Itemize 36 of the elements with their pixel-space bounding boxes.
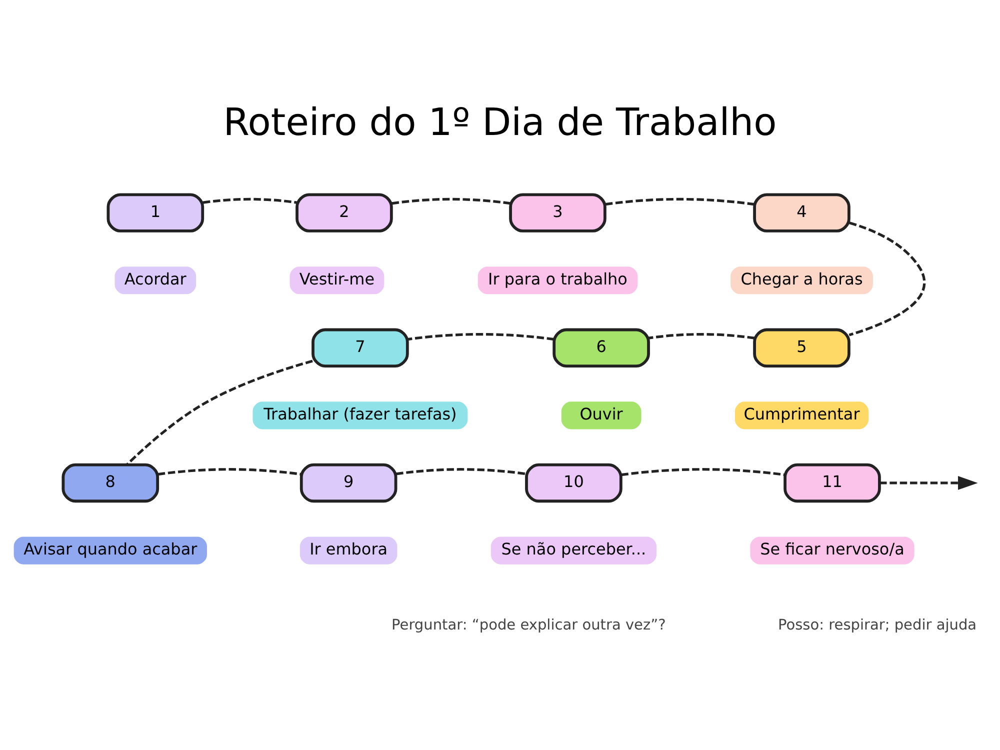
node-box: 8 [62,462,160,502]
node-box: Acordar [114,266,196,294]
connector [158,468,302,476]
node-box: 3 [509,192,606,232]
node-box: Se não perceber... [490,536,656,564]
node-box: Avisar quando acabar [14,536,207,564]
node-label: Posso: respirar; pedir ajuda [778,617,977,634]
connector [202,197,297,204]
node-label: Perguntar: “pode explicar outra vez”? [392,617,666,634]
node-box: Ir para o trabalho [478,266,638,294]
node-box: 6 [552,328,650,368]
connector [848,221,926,336]
node-box: Trabalhar (fazer tarefas) [252,401,468,429]
connector [392,197,511,204]
connector [396,468,526,475]
node-box: 1 [106,192,204,232]
node-box: 7 [312,328,409,368]
diagram-title: Roteiro do 1º Dia de Trabalho [223,99,777,144]
node-box: Vestir-me [290,266,384,294]
node-box: 2 [296,192,393,232]
node-box: Cumprimentar [734,401,869,429]
node-box: 10 [525,462,622,502]
node-box: Ir embora [300,536,398,564]
connector [605,197,754,206]
connector [648,332,755,339]
node-box: 4 [753,192,850,232]
node-box: 5 [753,328,850,368]
arrow [880,476,978,490]
connector [408,332,554,340]
node-box: Chegar a horas [730,266,873,294]
node-box: 9 [300,462,398,502]
node-box: Se ficar nervoso/a [750,536,914,564]
connector [621,468,785,476]
node-box: 11 [784,462,881,502]
node-box: Ouvir [561,401,642,429]
connector [126,359,313,465]
